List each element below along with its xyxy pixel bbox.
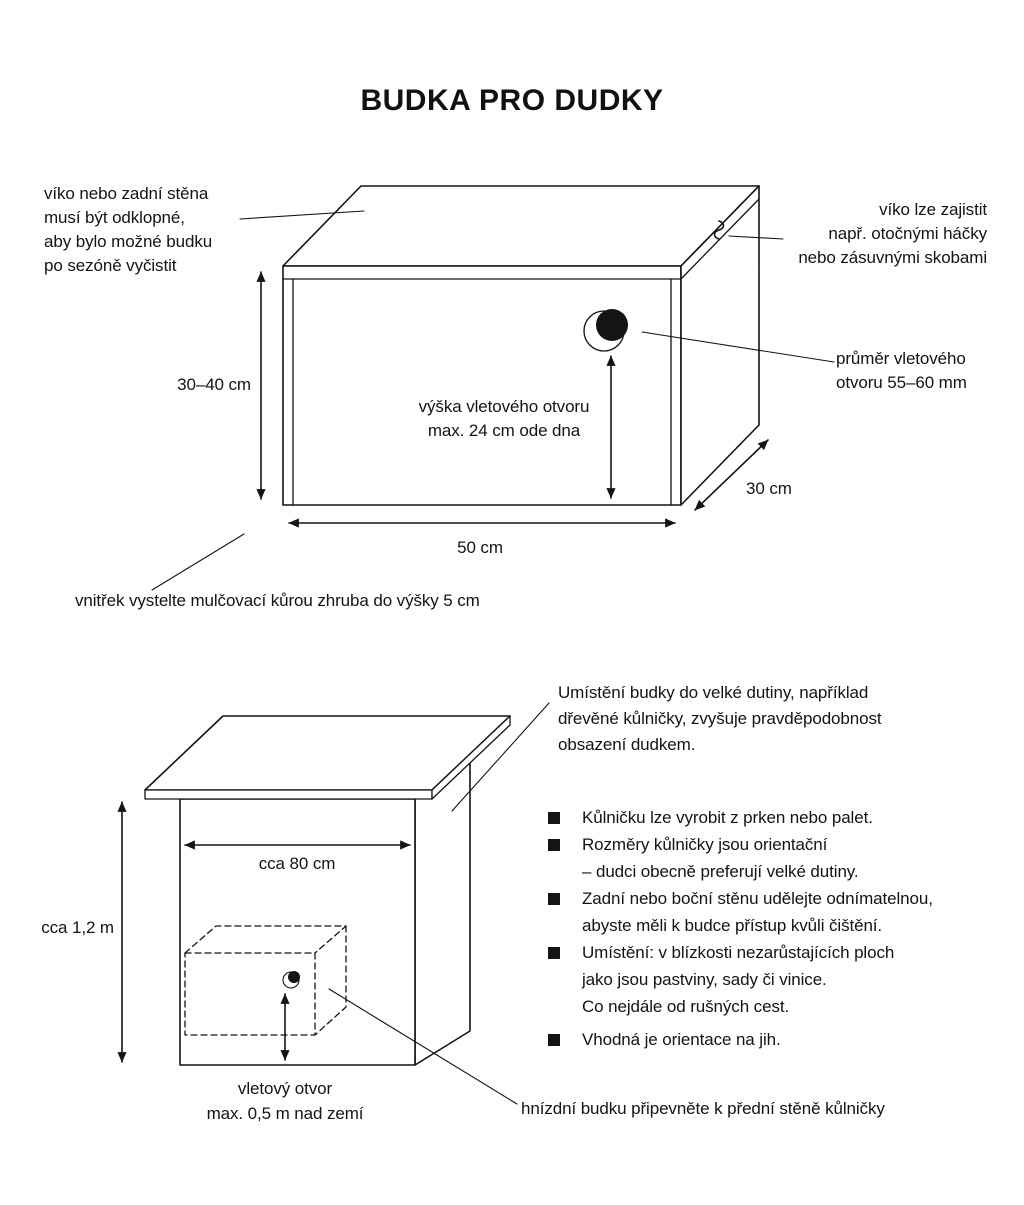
box-height-label: 30–40 cm [177, 375, 251, 394]
shed-height-label: cca 1,2 m [41, 918, 114, 937]
dashed-box-top [184, 925, 347, 954]
bullet-text: Umístění: v blízkosti nezarůstajících pl… [582, 943, 895, 1016]
attach-note-leader [328, 988, 518, 1105]
nest-box-side-face [680, 185, 760, 506]
square-bullet-icon [548, 893, 560, 905]
entrance-hole-icon [596, 309, 628, 341]
diameter-leader [641, 331, 835, 363]
hole-diameter-label: průměr vletového otvoru 55–60 mm [836, 349, 967, 392]
entrance-height-label: vletový otvor max. 0,5 m nad zemí [206, 1079, 364, 1123]
lid-note: víko nebo zadní stěna musí být odklopné,… [44, 184, 213, 275]
placement-note-leader [451, 702, 550, 812]
hook-icon [713, 220, 725, 240]
dashed-box-side [314, 925, 347, 1036]
list-item: Vhodná je orientace na jih. [548, 1026, 978, 1053]
square-bullet-icon [548, 947, 560, 959]
shed-dimension-arrows [117, 801, 411, 1063]
dashed-nest-box [184, 925, 347, 1036]
placement-note: Umístění budky do velké dutiny, napříkla… [558, 683, 882, 754]
bullet-text: Zadní nebo boční stěnu udělejte odnímate… [582, 889, 933, 935]
nest-box-dimension-arrows [256, 271, 769, 528]
shed-illustration [144, 715, 511, 1066]
shed-front-face [179, 798, 416, 1066]
shed-leader-lines [328, 702, 550, 1105]
square-bullet-icon [548, 839, 560, 851]
placement-bullet-list: Kůlničku lze vyrobit z prken nebo palet.… [548, 804, 978, 1053]
hole-height-label: výška vletového otvoru max. 24 cm ode dn… [418, 397, 590, 440]
list-item: Zadní nebo boční stěnu udělejte odnímate… [548, 885, 978, 939]
list-item: Kůlničku lze vyrobit z prken nebo palet. [548, 804, 978, 831]
bullet-text: Kůlničku lze vyrobit z prken nebo palet. [582, 808, 873, 827]
bullet-text: Rozměry kůlničky jsou orientační – dudci… [582, 835, 859, 881]
depth-arrow [694, 439, 769, 511]
list-item: Umístění: v blízkosti nezarůstajících pl… [548, 939, 978, 1020]
bullet-text: Vhodná je orientace na jih. [582, 1030, 781, 1049]
square-bullet-icon [548, 812, 560, 824]
box-depth-label: 30 cm [746, 479, 792, 498]
nest-box-illustration [282, 185, 760, 506]
shed-width-label: cca 80 cm [258, 854, 336, 873]
page-title: BUDKA PRO DUDKY [360, 84, 664, 117]
nest-box-leader-lines [151, 210, 835, 591]
hook-note-leader [728, 235, 784, 240]
roof-side-edge [431, 715, 511, 800]
list-item: Rozměry kůlničky jsou orientační – dudci… [548, 831, 978, 885]
nest-box-top-face [282, 185, 760, 267]
square-bullet-icon [548, 1034, 560, 1046]
box-width-label: 50 cm [457, 538, 503, 557]
lid-note-leader [239, 210, 365, 220]
roof-front-edge [144, 789, 433, 800]
bark-note: vnitřek vystelte mulčovací kůrou zhruba … [75, 591, 480, 610]
shed-side-face [414, 762, 471, 1066]
nest-box-front-face [282, 265, 682, 506]
bark-note-leader [151, 533, 245, 591]
hook-note: víko lze zajistit např. otočnými háčky n… [798, 200, 987, 267]
lid-lip-side-edge [680, 198, 760, 280]
shed-entrance-hole-icon [288, 971, 300, 983]
attach-note: hnízdní budku připevněte k přední stěně … [521, 1099, 885, 1118]
